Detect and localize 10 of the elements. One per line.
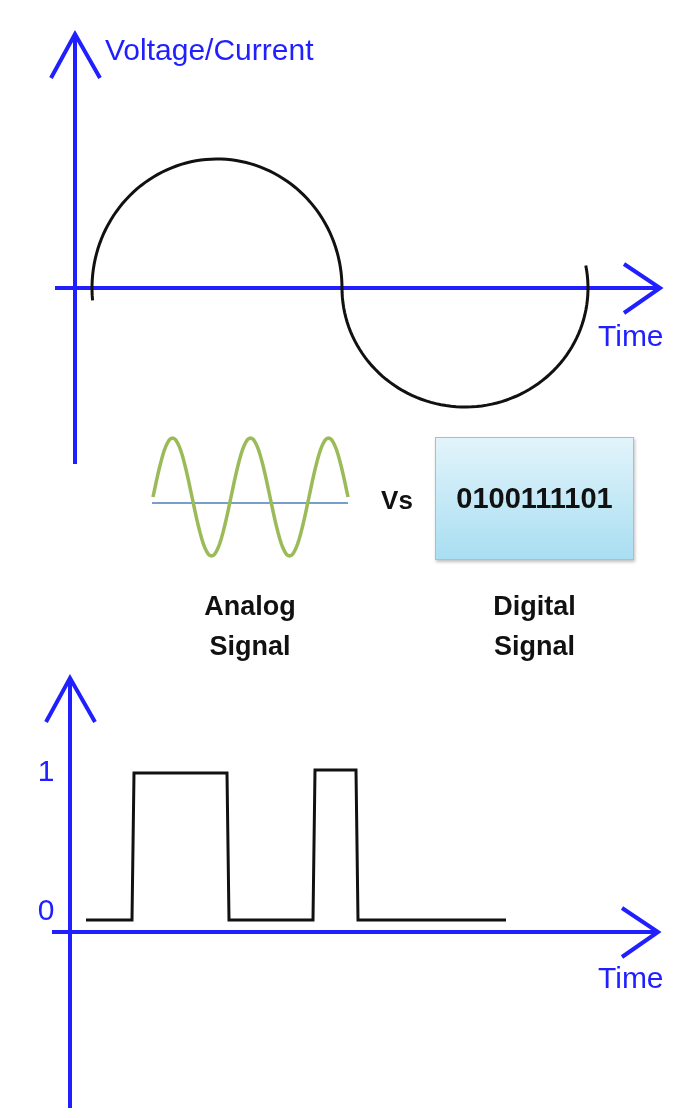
axis-label: Time [598,963,664,993]
axis-label: Voltage/Current [105,35,314,65]
vs-label: Vs [381,487,413,513]
axis-label: Time [598,321,664,351]
node-label: Analog Signal [203,590,297,663]
binary-code-text: 0100111101 [456,482,613,515]
tick-label: 0 [37,895,55,925]
binary-value-box [435,437,634,560]
tick-label: 1 [37,756,55,786]
node-label: Digital Signal [492,590,577,663]
